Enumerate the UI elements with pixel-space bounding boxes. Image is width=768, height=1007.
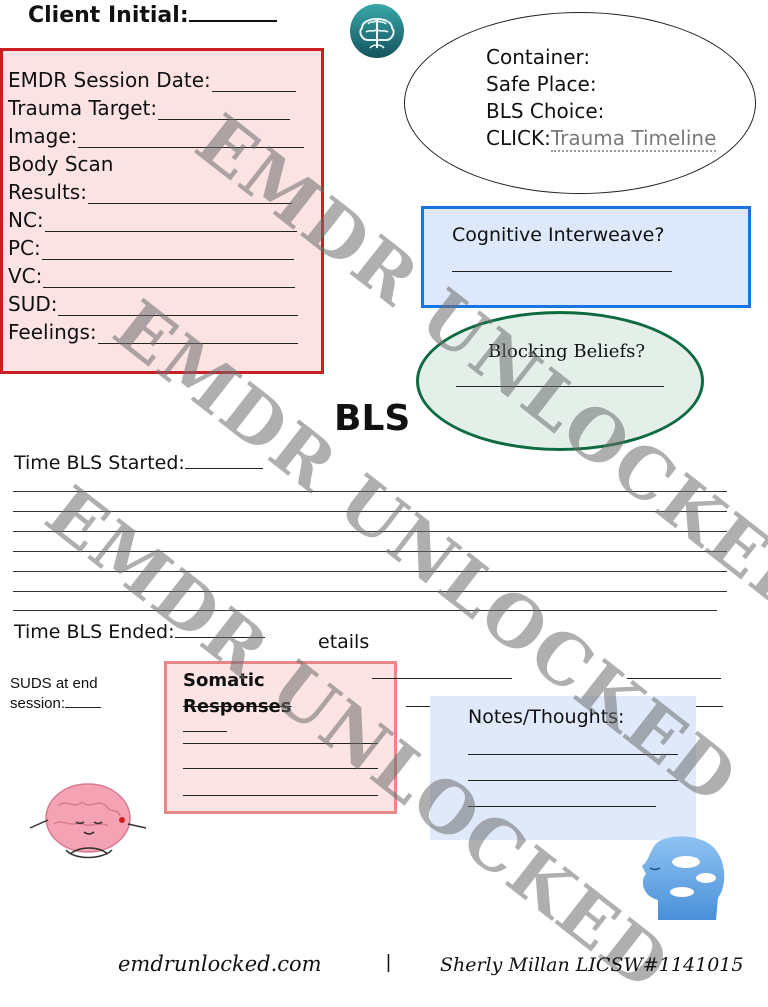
vc-blank[interactable] bbox=[43, 267, 296, 288]
somatic-blank[interactable] bbox=[183, 743, 378, 744]
somatic-blank[interactable] bbox=[183, 795, 378, 796]
client-initial-blank[interactable] bbox=[188, 0, 277, 22]
notes-blank[interactable] bbox=[468, 780, 678, 781]
footer-separator: | bbox=[386, 952, 391, 973]
footer-author: Sherly Millan LICSW#1141015 bbox=[440, 954, 744, 976]
click-row: CLICK:Trauma Timeline bbox=[486, 126, 717, 152]
results-label: Results: bbox=[8, 180, 87, 204]
nc-blank[interactable] bbox=[44, 211, 297, 232]
safe-place-label: Safe Place: bbox=[486, 72, 597, 96]
results-blank[interactable] bbox=[87, 183, 292, 204]
somatic-blank[interactable] bbox=[183, 768, 378, 769]
somatic-title-line2: Responses bbox=[183, 696, 292, 717]
details-blank[interactable] bbox=[372, 678, 512, 679]
brain-logo-icon bbox=[350, 4, 404, 58]
image-label: Image: bbox=[8, 124, 78, 148]
trauma-target-field[interactable]: Trauma Target: bbox=[8, 96, 291, 120]
image-blank[interactable] bbox=[78, 127, 305, 148]
trauma-target-blank[interactable] bbox=[158, 99, 291, 120]
bls-notes-line[interactable] bbox=[13, 591, 727, 592]
click-label: CLICK: bbox=[486, 126, 551, 150]
session-details-box bbox=[0, 48, 324, 374]
time-bls-started-field[interactable]: Time BLS Started: bbox=[14, 450, 263, 474]
preparation-ellipse bbox=[404, 12, 756, 194]
session-date-field[interactable]: EMDR Session Date: bbox=[8, 68, 296, 92]
sud-blank[interactable] bbox=[58, 295, 299, 316]
client-initial-label: Client Initial: bbox=[28, 3, 189, 28]
somatic-responses-box bbox=[164, 661, 397, 814]
notes-blank[interactable] bbox=[468, 754, 678, 755]
time-bls-ended-label: Time BLS Ended: bbox=[14, 621, 175, 643]
client-initial-field[interactable]: Client Initial: bbox=[28, 0, 277, 28]
details-blank[interactable] bbox=[627, 678, 721, 679]
bls-notes-line[interactable] bbox=[13, 511, 727, 512]
notes-thoughts-title: Notes/Thoughts: bbox=[468, 706, 625, 728]
body-scan-label-row: Body Scan bbox=[8, 152, 113, 176]
cognitive-interweave-title: Cognitive Interweave? bbox=[452, 224, 665, 246]
vc-field[interactable]: VC: bbox=[8, 264, 296, 288]
suds-label-line2: session: bbox=[10, 695, 66, 712]
session-date-label: EMDR Session Date: bbox=[8, 68, 211, 92]
bls-choice-label: BLS Choice: bbox=[486, 99, 605, 123]
nc-field[interactable]: NC: bbox=[8, 208, 297, 232]
pc-blank[interactable] bbox=[41, 239, 294, 260]
blocking-beliefs-blank[interactable] bbox=[456, 386, 664, 387]
time-bls-ended-blank[interactable] bbox=[174, 619, 265, 638]
sud-field[interactable]: SUD: bbox=[8, 292, 299, 316]
time-bls-started-blank[interactable] bbox=[184, 450, 263, 469]
time-bls-ended-field[interactable]: Time BLS Ended: bbox=[14, 619, 265, 643]
pc-field[interactable]: PC: bbox=[8, 236, 294, 260]
somatic-blank[interactable] bbox=[183, 731, 227, 732]
nc-label: NC: bbox=[8, 208, 44, 232]
feelings-blank[interactable] bbox=[97, 323, 298, 344]
suds-label-line1: SUDS at end bbox=[10, 675, 98, 692]
blocking-beliefs-ellipse bbox=[416, 311, 704, 451]
trauma-timeline-link[interactable]: Trauma Timeline bbox=[550, 126, 717, 152]
suds-end-session-field[interactable]: SUDS at end session: bbox=[10, 674, 102, 713]
cognitive-interweave-blank[interactable] bbox=[452, 271, 672, 272]
body-scan-label: Body Scan bbox=[8, 152, 114, 176]
feelings-field[interactable]: Feelings: bbox=[8, 320, 298, 344]
time-bls-started-label: Time BLS Started: bbox=[14, 452, 185, 474]
sud-label: SUD: bbox=[8, 292, 58, 316]
trauma-target-label: Trauma Target: bbox=[8, 96, 158, 120]
results-field[interactable]: Results: bbox=[8, 180, 292, 204]
bls-notes-line[interactable] bbox=[13, 571, 727, 572]
bls-heading: BLS bbox=[334, 398, 411, 439]
sky-head-icon bbox=[642, 836, 725, 920]
meditating-brain-icon bbox=[29, 783, 147, 859]
details-label: etails bbox=[318, 631, 370, 653]
bls-notes-line[interactable] bbox=[13, 610, 717, 611]
vc-label: VC: bbox=[8, 264, 43, 288]
notes-blank[interactable] bbox=[468, 806, 656, 807]
feelings-label: Feelings: bbox=[8, 320, 97, 344]
session-date-blank[interactable] bbox=[211, 71, 296, 92]
container-label: Container: bbox=[486, 45, 591, 69]
cognitive-interweave-box bbox=[421, 206, 751, 308]
footer-website: emdrunlocked.com bbox=[118, 952, 322, 976]
somatic-title-line1: Somatic bbox=[183, 670, 265, 691]
notes-thoughts-box bbox=[430, 696, 696, 840]
pc-label: PC: bbox=[8, 236, 41, 260]
bls-notes-line[interactable] bbox=[13, 531, 727, 532]
blocking-beliefs-title: Blocking Beliefs? bbox=[488, 341, 645, 362]
bls-notes-line[interactable] bbox=[13, 551, 727, 552]
bls-notes-line[interactable] bbox=[13, 491, 727, 492]
somatic-responses-title: Somatic Responses bbox=[183, 668, 291, 720]
suds-blank[interactable] bbox=[65, 693, 102, 708]
image-field[interactable]: Image: bbox=[8, 124, 305, 148]
